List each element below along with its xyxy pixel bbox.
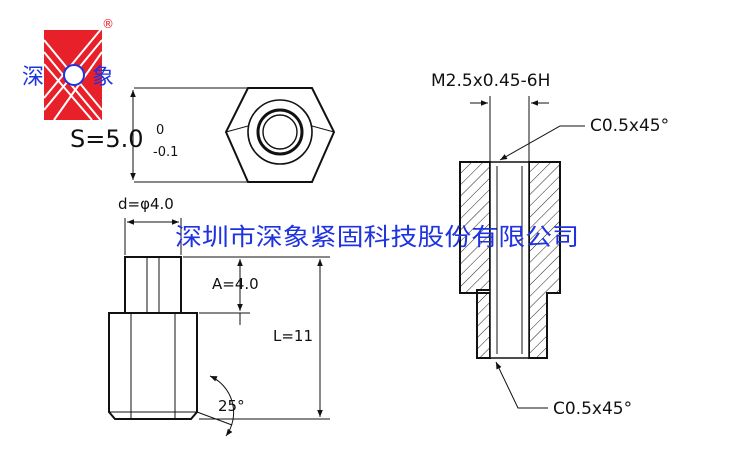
top-chamfer-leader — [499, 125, 585, 161]
bottom-chamfer-label: C0.5x45° — [553, 399, 632, 419]
shank-length-label: A=4.0 — [212, 275, 259, 293]
thread-bore-outer — [256, 108, 304, 156]
standoff-side-view — [108, 218, 330, 437]
top-chamfer-label: C0.5x45° — [590, 116, 669, 136]
thread-bore-inner — [262, 114, 298, 150]
company-logo: 深 象 ® — [22, 17, 114, 123]
thread-spec-label: M2.5x0.45-6H — [431, 71, 550, 91]
hex-size-label: S=5.0 — [70, 125, 144, 153]
tolerance-upper: 0 — [156, 123, 164, 138]
shank-outline — [124, 256, 182, 314]
section-right-wall — [528, 161, 561, 359]
hex-chamfer-circle — [247, 99, 313, 165]
chamfer-angle-arc — [209, 375, 235, 437]
section-left-wall-lower — [476, 292, 491, 359]
total-length-label: L=11 — [273, 327, 313, 345]
logo-text-left: 深 — [22, 65, 44, 90]
company-watermark: 深圳市深象紧固科技股份有限公司 — [175, 223, 579, 251]
section-bore — [489, 161, 530, 359]
hex-outline — [224, 87, 336, 183]
chamfer-angle-label: 25° — [218, 397, 245, 415]
standoff-section-view — [459, 96, 585, 409]
hex-top-view — [130, 87, 336, 183]
tolerance-lower: -0.1 — [153, 145, 178, 160]
logo-ring — [63, 64, 85, 86]
shank-diameter-label: d=φ4.0 — [118, 195, 174, 213]
logo-text-right: 象 — [92, 65, 114, 90]
registered-mark: ® — [102, 17, 114, 31]
hex-body-outline — [108, 312, 198, 420]
bottom-chamfer-leader — [495, 361, 548, 409]
